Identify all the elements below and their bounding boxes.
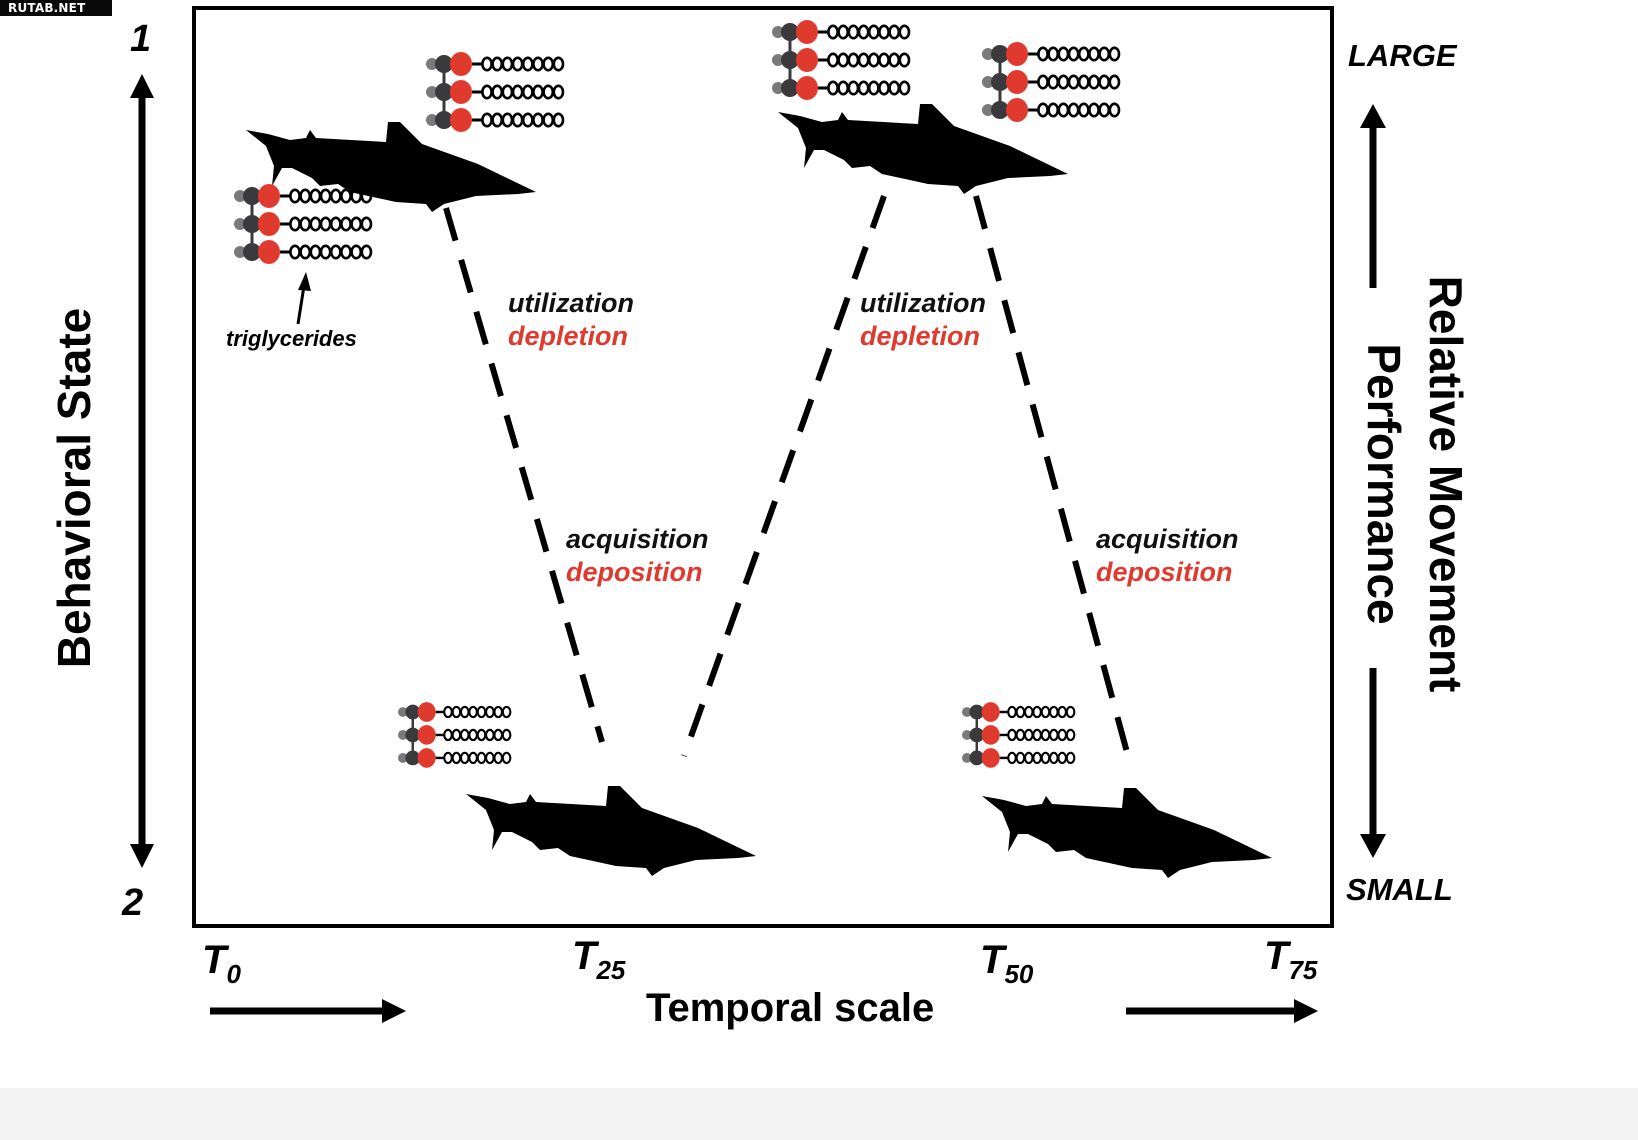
phase4-label-1: acquisition (1096, 524, 1239, 554)
arrow-down-icon (130, 844, 154, 868)
phase3-label-2: depletion (860, 321, 980, 351)
triglyceride-icon (426, 52, 565, 132)
triglycerides-label: triglycerides (226, 326, 357, 351)
large-label: LARGE (1348, 38, 1457, 73)
watermark: RUTAB.NET (0, 0, 112, 16)
phase3-label-1: utilization (860, 288, 986, 318)
triglyceride-icon (234, 184, 373, 264)
tick-t25: T25 (572, 934, 626, 985)
arrow-up-icon (298, 272, 311, 291)
temporal-scale-title: Temporal scale (646, 986, 935, 1030)
dashed-transition-1 (443, 207, 605, 743)
arrow-up-icon (1360, 104, 1386, 128)
triglyceride-icon (772, 20, 911, 100)
triglyceride-icon (962, 702, 1076, 768)
behavioral-state-top-value: 1 (130, 18, 152, 60)
phase1-label-1: utilization (508, 288, 634, 318)
triglyceride-icon (982, 42, 1121, 122)
phase2-label-1: acquisition (566, 524, 709, 554)
dashed-transition-2 (681, 194, 887, 758)
phase1-label-2: depletion (508, 321, 628, 351)
arrow-right-icon (382, 999, 406, 1023)
arrow-right-icon (1294, 999, 1318, 1023)
dashed-transition-3 (973, 195, 1131, 757)
bottom-band (0, 1088, 1638, 1140)
tick-t0: T0 (202, 938, 241, 989)
phase2-label-2: deposition (566, 557, 703, 587)
arrow-up-icon (130, 74, 154, 98)
small-label: SMALL (1346, 872, 1453, 907)
phase4-label-2: deposition (1096, 557, 1233, 587)
triglyceride-icon (398, 702, 512, 768)
behavioral-state-bottom-value: 2 (122, 882, 144, 924)
tick-t75: T75 (1264, 934, 1318, 985)
tick-t50: T50 (980, 938, 1034, 989)
plot-frame (192, 6, 1334, 928)
arrow-down-icon (1360, 834, 1386, 858)
